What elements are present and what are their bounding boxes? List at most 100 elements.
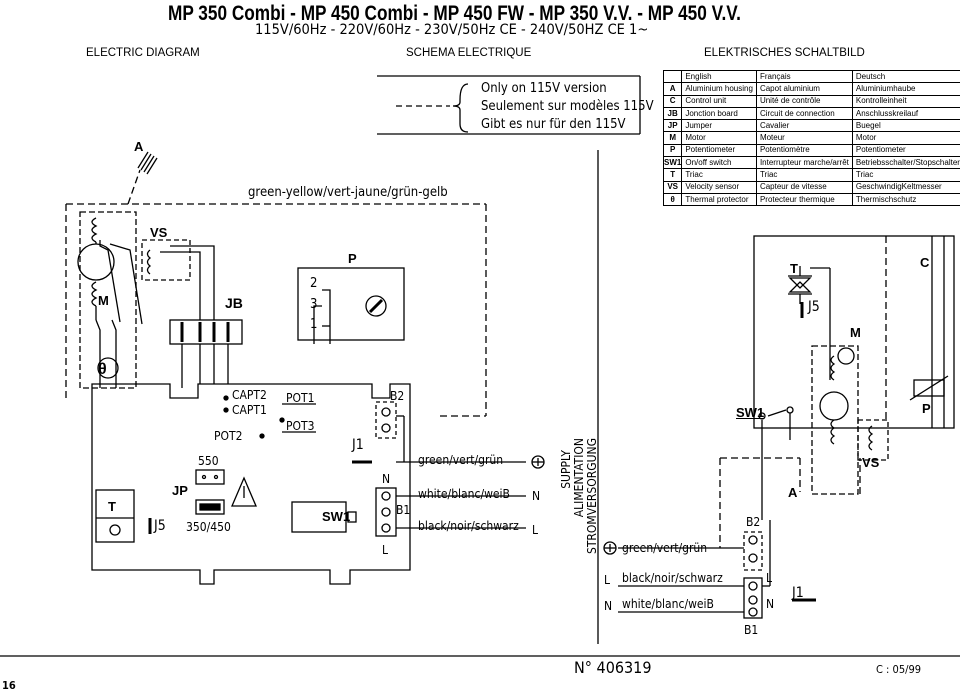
right-label-T: T: [790, 261, 798, 276]
note-bracket: [377, 75, 641, 135]
label-A: A: [134, 139, 144, 154]
label-J1: J1: [352, 437, 364, 453]
legend-key: T: [662, 168, 683, 182]
velocity-sensor-right: [868, 425, 874, 451]
earth-wire: [65, 169, 487, 417]
legend-de: Triac: [851, 168, 960, 182]
right-supply-N: N: [604, 599, 613, 613]
potentiometer-box: [297, 267, 405, 341]
triac-symbol: [788, 266, 831, 380]
supply-label-de: STROMVERSORGUNG: [585, 438, 599, 555]
revision-date: C : 05/99: [876, 663, 922, 676]
aluminium-housing-symbol: [137, 151, 158, 175]
legend-key: P: [662, 143, 683, 158]
legend-de: Betriebsschalter/Stopschalter: [851, 156, 960, 170]
terminal-block-right: [743, 520, 771, 619]
header-french: SCHEMA ELECTRIQUE: [406, 47, 532, 59]
label-M: M: [98, 293, 109, 308]
label-J5: J5: [154, 518, 166, 534]
header-german: ELEKTRISCHES SCHALTBILD: [704, 47, 865, 59]
label-JB: JB: [225, 295, 243, 311]
potentiometer-right: [913, 379, 945, 397]
label-P: P: [348, 251, 357, 266]
right-label-C: C: [920, 255, 930, 270]
legend-fr: Potentiomètre: [755, 143, 853, 158]
label-B2: B2: [390, 389, 405, 403]
control-unit-outline: [91, 383, 411, 585]
terminal-block: [352, 401, 397, 537]
potentiometer-knob: [365, 295, 387, 317]
right-label-A: A: [788, 485, 798, 500]
legend-key: JB: [662, 106, 683, 121]
jumper-350-450: [195, 499, 225, 515]
jb-to-board-wires: [181, 344, 229, 388]
legend-key: SW1: [662, 156, 683, 170]
motor-windings: [91, 217, 119, 379]
warning-icon: [231, 476, 257, 507]
earth-wire-right: [719, 236, 887, 548]
legend-en: Triac: [681, 168, 757, 182]
legend-de: Thermischschutz: [851, 192, 960, 207]
motor-wires: [95, 240, 215, 388]
motor-symbol: [77, 243, 115, 281]
wire-green: green/vert/grün: [418, 453, 504, 467]
label-SW1: SW1: [322, 509, 351, 524]
right-label-L: L: [766, 571, 773, 585]
label-CAPT1: CAPT1: [232, 403, 267, 417]
supply-label-fr: ALIMENTATION: [572, 438, 586, 518]
supply-L: L: [532, 523, 539, 537]
supply-wires-right: [618, 547, 744, 613]
label-JP: JP: [172, 483, 188, 498]
motor-symbol-right: [819, 391, 849, 421]
document-number: N° 406319: [574, 658, 652, 677]
junction-board: [169, 319, 243, 345]
right-label-B1: B1: [744, 623, 759, 637]
wire-green-yellow: green-yellow/vert-jaune/grün-gelb: [248, 185, 448, 200]
label-POT1: POT1: [286, 391, 315, 405]
control-unit-right: [753, 235, 955, 429]
label-pin1: 1: [310, 317, 318, 332]
header-english: ELECTRIC DIAGRAM: [86, 47, 200, 59]
label-VS: VS: [150, 225, 168, 240]
legend-key: M: [662, 131, 683, 145]
label-theta: θ: [98, 361, 107, 378]
wire-white: white/blanc/weiB: [418, 487, 510, 501]
motor-box: [79, 211, 137, 389]
supply-wires: [396, 415, 526, 529]
board-terminals: [223, 395, 285, 439]
right-label-SW1: SW1: [736, 405, 765, 420]
potentiometer-wires: [313, 289, 331, 344]
legend-key: VS: [662, 180, 683, 194]
right-label-J5: J5: [808, 299, 820, 315]
legend-key: θ: [662, 192, 683, 207]
right-label-J1: J1: [792, 585, 804, 601]
label-pin3: 3: [310, 297, 318, 312]
right-wire-black: black/noir/schwarz: [622, 571, 723, 585]
right-label-N: N: [766, 597, 775, 611]
label-pin2: 2: [310, 276, 318, 291]
switch-sw1: [291, 501, 347, 533]
legend-fr: Moteur: [755, 131, 853, 145]
label-B1: B1: [396, 503, 411, 517]
supply-label-en: SUPPLY: [559, 450, 573, 489]
legend-key: JP: [662, 119, 683, 133]
right-label-B2: B2: [746, 515, 761, 529]
legend-de: Motor: [851, 131, 960, 145]
legend-de: Buegel: [851, 119, 960, 133]
right-label-VS: VS: [862, 455, 880, 470]
right-label-M: M: [850, 325, 861, 340]
label-POT3: POT3: [286, 419, 315, 433]
switch-sw1-right: [758, 406, 794, 520]
right-supply-L: L: [604, 573, 611, 587]
right-wire-white: white/blanc/weiB: [622, 597, 714, 611]
velocity-sensor-coil: [146, 249, 152, 275]
junction-board-pins: [180, 322, 230, 342]
label-POT2: POT2: [214, 429, 243, 443]
label-T: T: [108, 499, 116, 514]
velocity-sensor-box: [141, 239, 191, 281]
